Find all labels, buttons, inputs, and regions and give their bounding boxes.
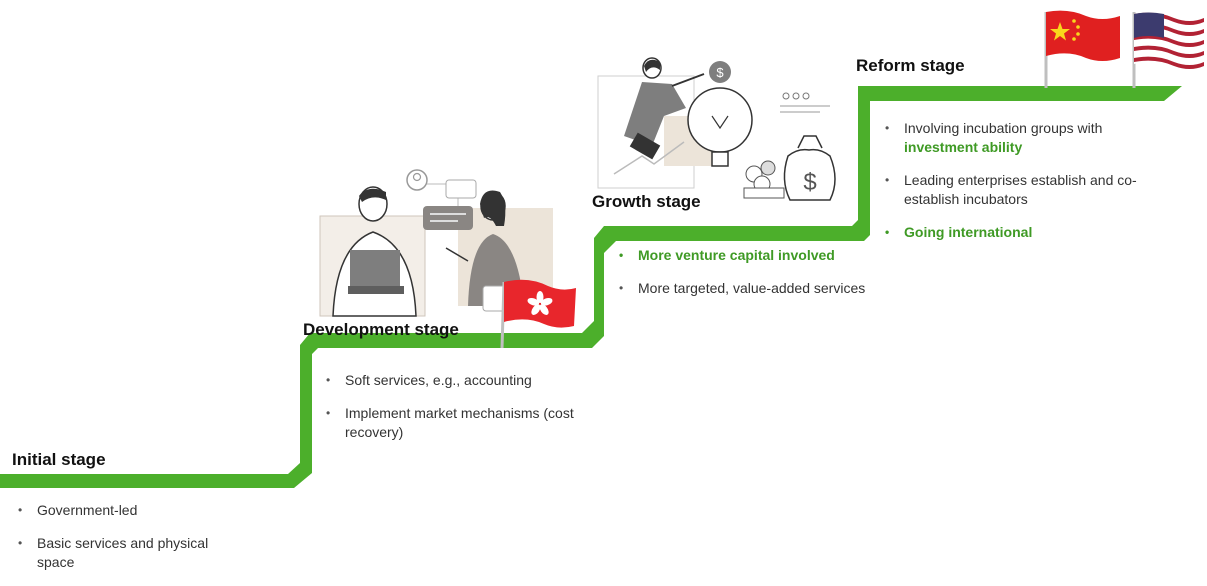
dollar-coin-icon [709,61,731,83]
reform-stage-bullets: Involving incubation groups with investm… [880,119,1170,256]
list-item: Involving incubation groups with investm… [880,119,1170,157]
list-item: Government-led [13,501,213,520]
list-item: Basic services and physical space [13,534,213,572]
list-item: Going international [880,223,1170,242]
investment-illustration: $ $ [597,57,836,201]
china-flag-icon [1044,10,1120,88]
initial-stage-bullets: Government-led Basic services and physic… [13,501,213,586]
list-item: More targeted, value-added services [614,279,870,298]
svg-text:$: $ [803,169,816,196]
growth-stage-bullets: More venture capital involved More targe… [614,246,870,312]
development-stage-title: Development stage [303,320,459,339]
development-stage-bullets: Soft services, e.g., accounting Implemen… [321,371,591,456]
svg-text:$: $ [716,65,724,80]
bullet-text: Involving incubation groups with [904,120,1103,136]
growth-stage-title: Growth stage [592,192,701,211]
hong-kong-flag-icon [500,279,576,348]
list-item: Implement market mechanisms (cost recove… [321,404,591,442]
reform-stage-title: Reform stage [856,56,965,75]
usa-flag-icon [1132,12,1204,88]
laptop-icon [350,250,400,290]
bullet-emphasis: investment ability [904,139,1023,155]
list-item: More venture capital involved [614,246,870,265]
initial-stage-title: Initial stage [12,450,106,469]
speech-bubble-icon [423,206,473,230]
list-item: Soft services, e.g., accounting [321,371,591,390]
list-item: Leading enterprises establish and co-est… [880,171,1170,209]
lightbulb-icon [687,87,753,153]
money-bag-icon [783,148,836,201]
